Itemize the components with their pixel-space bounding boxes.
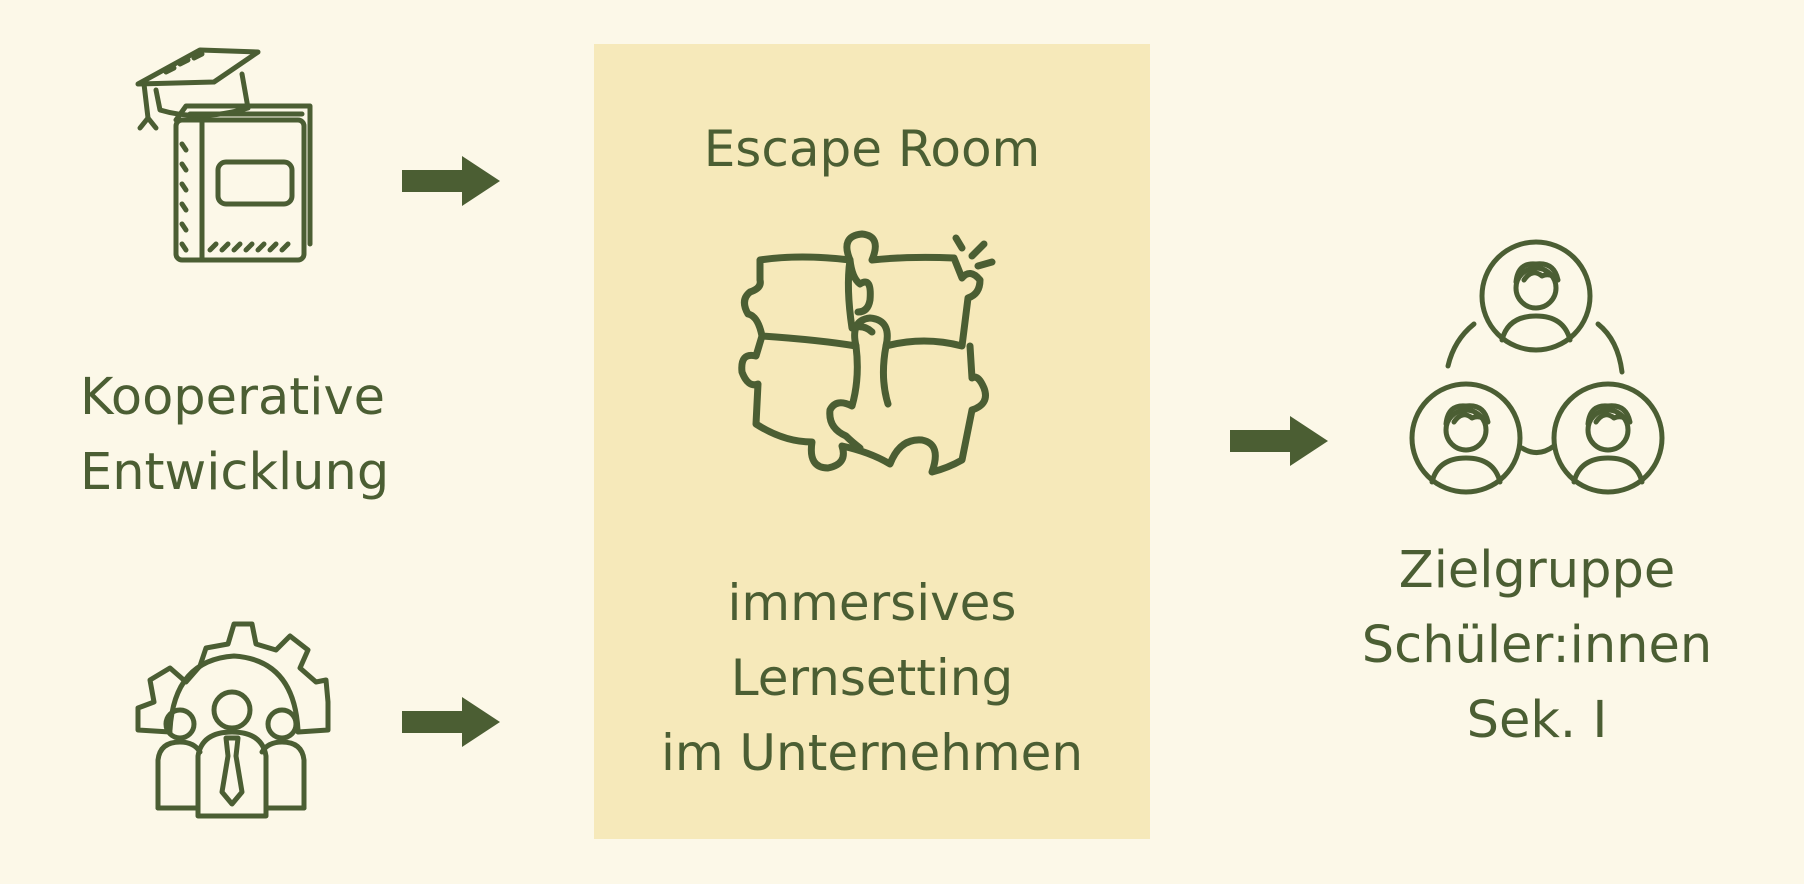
center-panel <box>594 44 1150 839</box>
arrow-right-icon <box>402 697 500 747</box>
people-network-icon <box>1409 239 1665 495</box>
center-body: immersives Lernsetting im Unternehmen <box>594 566 1150 791</box>
puzzle-pieces-icon <box>738 230 996 476</box>
center-body-line-3: im Unternehmen <box>660 724 1084 782</box>
team-gear-icon <box>135 621 331 819</box>
right-label-line-3: Sek. I <box>1466 691 1608 750</box>
right-label: Zielgruppe Schüler:innen Sek. I <box>1310 533 1764 758</box>
left-label-line-2: Entwicklung <box>80 443 390 502</box>
right-label-line-1: Zielgruppe <box>1398 541 1676 600</box>
center-body-line-1: immersives <box>727 574 1017 632</box>
center-title: Escape Room <box>703 120 1041 178</box>
center-body-line-2: Lernsetting <box>730 649 1014 707</box>
left-label-line-1: Kooperative <box>80 368 386 427</box>
right-label-line-2: Schüler:innen <box>1361 616 1713 675</box>
left-label: Kooperative Entwicklung <box>80 360 440 510</box>
book-graduation-cap-icon <box>135 47 313 263</box>
arrow-right-icon <box>1230 416 1328 466</box>
arrow-right-icon <box>402 156 500 206</box>
